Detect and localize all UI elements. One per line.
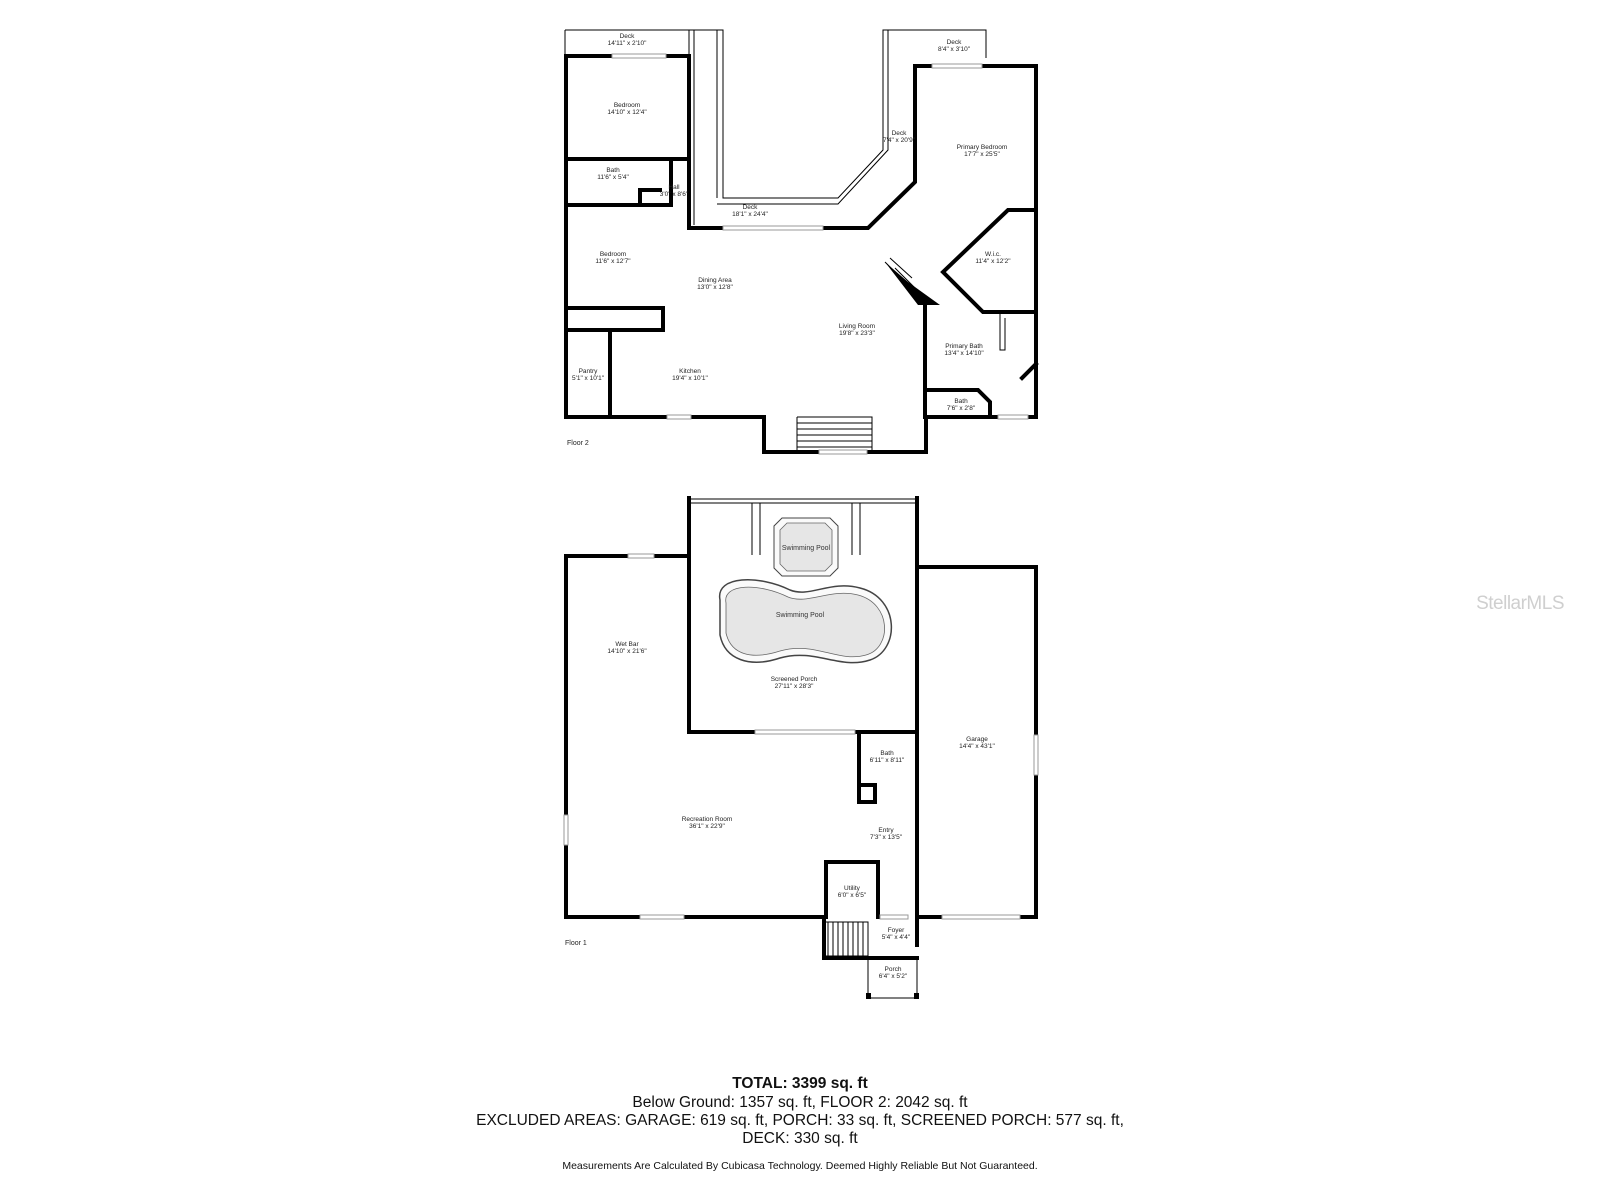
excluded-areas: EXCLUDED AREAS: GARAGE: 619 sq. ft, PORC… — [476, 1112, 1124, 1129]
room-label: W.i.c.11'4" x 12'2" — [975, 251, 1011, 265]
floor-1-plan: Swimming Pool Swimming Pool — [563, 496, 1039, 999]
disclaimer: Measurements Are Calculated By Cubicasa … — [562, 1160, 1038, 1172]
svg-text:Swimming Pool: Swimming Pool — [776, 612, 825, 619]
watermark: StellarMLS — [1476, 593, 1564, 614]
area-breakdown: Below Ground: 1357 sq. ft, FLOOR 2: 2042… — [632, 1094, 968, 1111]
excluded-areas-deck: DECK: 330 sq. ft — [742, 1130, 858, 1147]
stairs-floor2 — [796, 416, 873, 452]
stairs-floor1 — [822, 921, 919, 960]
svg-text:Swimming Pool: Swimming Pool — [782, 545, 831, 552]
floor-2-label: Floor 2 — [567, 440, 589, 447]
total-area: TOTAL: 3399 sq. ft — [732, 1075, 868, 1092]
floor-1-label: Floor 1 — [565, 940, 587, 947]
small-swimming-pool: Swimming Pool — [773, 517, 839, 577]
large-swimming-pool: Swimming Pool — [719, 579, 892, 664]
